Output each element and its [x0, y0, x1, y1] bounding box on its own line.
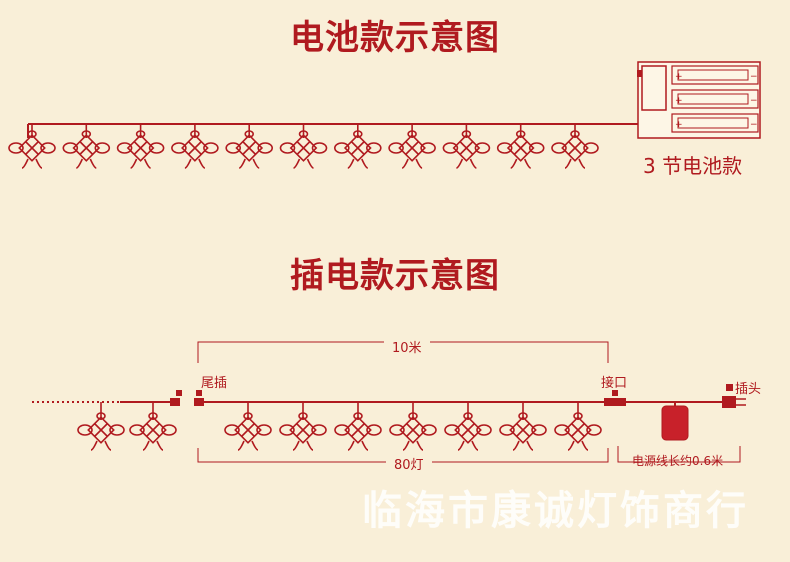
tail-female-connector — [194, 398, 204, 406]
plug-body — [722, 396, 736, 408]
battery-cell — [677, 117, 749, 129]
battery-minus-sign: − — [750, 96, 758, 106]
chinese-knot-icon — [551, 124, 599, 169]
battery-plus-sign: + — [675, 120, 683, 130]
cable-dimension — [617, 446, 741, 463]
connector-pin — [612, 390, 618, 396]
chinese-knot-icon — [334, 402, 382, 451]
battery-section-title: 电池款示意图 — [290, 18, 500, 58]
plug-section-title: 插电款示意图 — [290, 256, 500, 296]
connector-label: 接口 — [601, 376, 628, 391]
battery-plus-sign: + — [675, 72, 683, 82]
chinese-knot-icon — [388, 124, 436, 169]
tail-plug-label: 尾插 — [201, 376, 228, 391]
battery-caption: 3 节电池款 — [643, 154, 743, 178]
length-label: 10米 — [384, 337, 430, 356]
chinese-knot-icon — [224, 402, 272, 451]
battery-cell-slot — [671, 113, 759, 133]
chinese-knot-icon — [499, 402, 547, 451]
chinese-knot-icon — [496, 124, 545, 169]
chinese-knot-icon — [171, 124, 219, 169]
chinese-knot-icon — [8, 124, 56, 169]
chinese-knot-icon — [389, 402, 437, 451]
tail-female-pin — [196, 390, 202, 396]
battery-cell-slot — [671, 65, 759, 85]
battery-cell-slot — [671, 89, 759, 109]
chinese-knot-icon — [333, 124, 382, 169]
lights-count-label: 80灯 — [386, 454, 432, 473]
chinese-knot-icon — [279, 402, 327, 451]
chinese-knot-icon — [62, 124, 111, 169]
watermark: 临海市康诚灯饰商行 — [362, 488, 749, 534]
battery-plus-sign: + — [675, 96, 683, 106]
battery-cell — [677, 69, 749, 81]
chinese-knot-icon — [442, 124, 491, 169]
chinese-knot-icon — [279, 124, 328, 169]
plug-label: 插头 — [735, 382, 762, 397]
battery-minus-sign: − — [750, 72, 758, 82]
chinese-knot-icon — [554, 402, 602, 451]
battery-minus-sign: − — [750, 120, 758, 130]
connector-block — [604, 398, 626, 406]
cable-length-label: 电源线长约0.6米 — [632, 454, 724, 468]
power-adapter — [661, 405, 689, 441]
tail-male-pin — [176, 390, 182, 396]
chinese-knot-icon — [225, 124, 273, 169]
battery-cell — [677, 93, 749, 105]
battery-box — [637, 61, 761, 139]
battery-switch — [641, 65, 667, 111]
plug-marker — [726, 384, 733, 391]
tail-male-connector — [170, 398, 180, 406]
chinese-knot-icon — [129, 402, 177, 451]
battery-switch-tab — [637, 70, 642, 77]
chinese-knot-icon — [444, 402, 492, 451]
chinese-knot-icon — [77, 402, 125, 451]
chinese-knot-icon — [116, 124, 165, 169]
